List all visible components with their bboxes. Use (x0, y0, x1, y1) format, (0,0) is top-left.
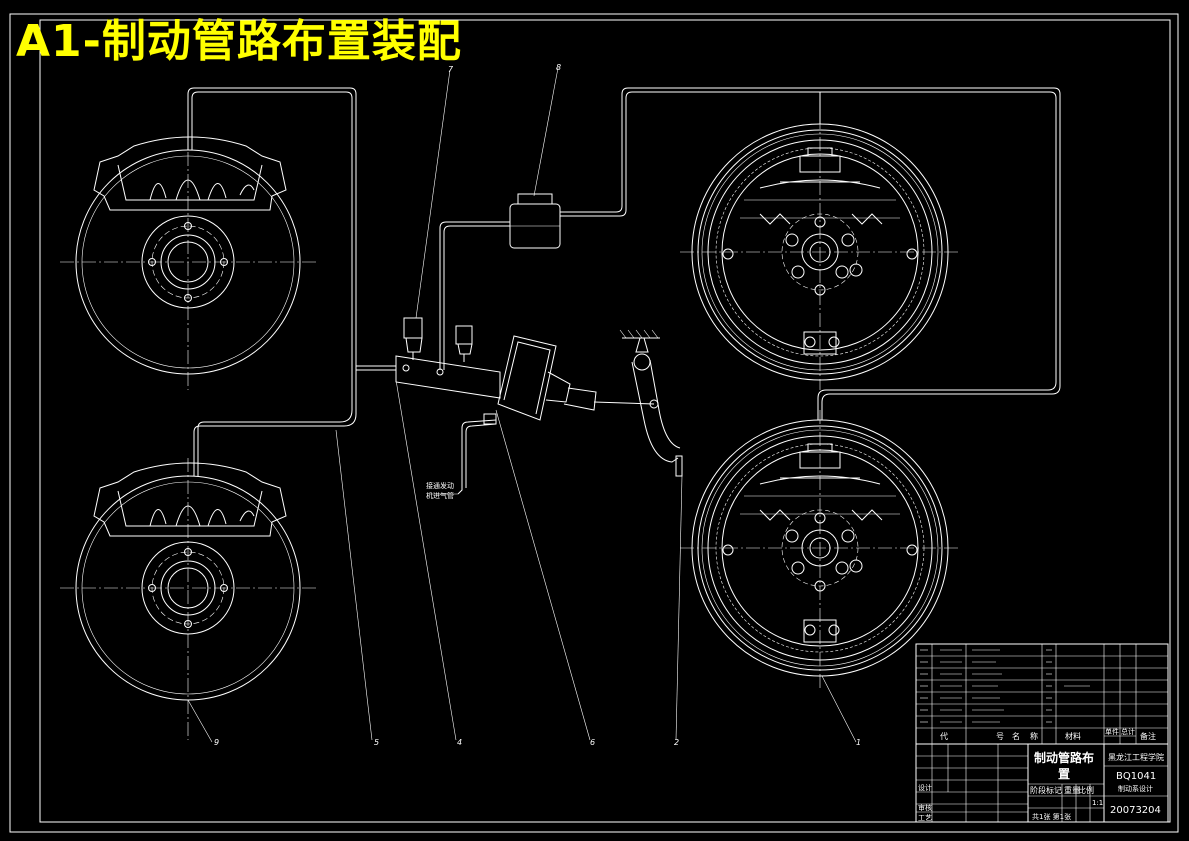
tb-hdr-code: 代 (940, 731, 948, 741)
vacuum-note-line2: 机进气管 (426, 491, 454, 500)
brake-pedal (619, 329, 683, 477)
tb-design: 设计 (918, 783, 932, 792)
tb-drawing-name-1: 制动管路布 (1034, 750, 1094, 765)
callout-1: 1 (856, 738, 861, 747)
tb-hdr-single: 单件 (1105, 727, 1119, 736)
callout-7: 7 (448, 65, 454, 74)
brake-lines (187, 87, 1061, 476)
tb-student-no: 20073204 (1110, 805, 1161, 816)
callout-5: 5 (374, 738, 379, 747)
tb-hdr-name: 名 (1012, 731, 1020, 741)
tb-sheet-info: 共1张 第1张 (1032, 812, 1071, 821)
tb-project: 制动系设计 (1118, 784, 1153, 793)
tb-hdr-material: 材料 (1065, 731, 1081, 741)
tb-school: 黑龙江工程学院 (1108, 752, 1164, 762)
callout-4: 4 (457, 738, 462, 747)
tb-hdr-code2: 号 (996, 732, 1004, 741)
callout-6: 6 (590, 738, 595, 747)
front-right-disc-brake (60, 458, 318, 740)
leader-lines (187, 67, 857, 743)
tb-hdr-remark: 备注 (1140, 731, 1156, 741)
rear-right-drum-brake (680, 410, 960, 690)
tb-drawing-name-2: 置 (1058, 767, 1070, 781)
title-block (915, 643, 1169, 823)
proportioning-valve (509, 193, 561, 249)
tb-weight-label: 重量 (1064, 785, 1080, 795)
tb-stage-label: 阶段标记 (1030, 785, 1062, 795)
vacuum-note-line1: 接通发动 (426, 481, 454, 490)
callout-2: 2 (674, 738, 679, 747)
drawing-frame (9, 13, 1179, 833)
tb-review: 审核 (918, 803, 932, 812)
tb-drawing-code: BQ1041 (1116, 771, 1156, 782)
master-cylinder-and-booster (395, 317, 655, 495)
tb-scale-label: 比例 (1078, 785, 1094, 795)
tb-hdr-name2: 称 (1030, 731, 1038, 741)
tb-scale-value: 1:1 (1092, 799, 1103, 807)
front-left-disc-brake (60, 130, 318, 390)
tb-hdr-total: 总计 (1121, 727, 1135, 736)
tb-process: 工艺 (918, 814, 932, 822)
callout-9: 9 (214, 738, 219, 747)
drawing-title: A1-制动管路布置装配 (16, 16, 462, 67)
rear-left-drum-brake (680, 115, 960, 390)
callout-8: 8 (556, 63, 561, 72)
